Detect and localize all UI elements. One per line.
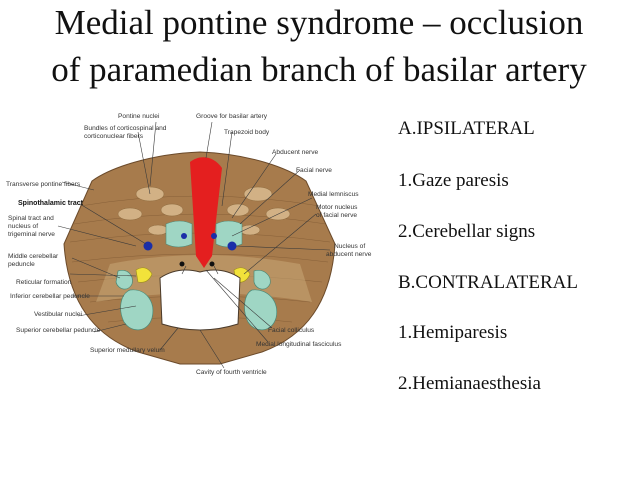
label-vestibular-nuclei: Vestibular nuclei	[34, 311, 83, 318]
label-cavity-fourth-ventricle: Cavity of fourth ventricle	[196, 369, 267, 376]
label-nucleus-abducent-line1: Nucleus of	[334, 243, 365, 250]
label-middle-cerebellar-line2: peduncle	[8, 261, 35, 268]
point-hemiparesis: 1.Hemiparesis	[398, 322, 508, 343]
label-motor-nucleus-line1: Motor nucleus	[316, 204, 358, 211]
label-spinothalamic-tract: Spinothalamic tract	[18, 200, 84, 207]
label-abducent-nerve: Abducent nerve	[272, 149, 319, 156]
label-medial-lemniscus: Medial lemniscus	[308, 191, 359, 198]
pons-cross-section-diagram: Pontine nuclei Groove for basilar artery…	[6, 113, 372, 376]
label-motor-nucleus-line2: of facial nerve	[316, 212, 357, 219]
label-inferior-cerebellar-peduncle: Inferior cerebellar peduncle	[10, 293, 90, 300]
paramedian-infarct-zone	[190, 157, 222, 268]
medial-lemniscus	[165, 220, 243, 248]
label-spinal-tract-line1: Spinal tract and	[8, 215, 54, 222]
label-trapezoid-body: Trapezoid body	[224, 129, 270, 136]
label-pontine-nuclei: Pontine nuclei	[118, 113, 160, 120]
point-gaze-paresis: 1.Gaze paresis	[398, 170, 509, 191]
tract-dots	[143, 233, 237, 267]
label-mlf: Medial longitudinal fasciculus	[256, 341, 342, 348]
point-cerebellar-signs: 2.Cerebellar signs	[398, 221, 536, 242]
corticospinal-bundles	[117, 186, 291, 236]
label-middle-cerebellar-line1: Middle cerebellar	[8, 253, 59, 260]
point-hemianaesthesia: 2.Hemianaesthesia	[398, 373, 541, 394]
label-reticular-formation: Reticular formation	[16, 279, 72, 286]
label-transverse-pontine-fibers: Transverse pontine fibers	[6, 181, 81, 188]
label-superior-medullary-velum: Superior medullary velum	[90, 347, 165, 354]
slide-title-line-2: of paramedian branch of basilar artery	[51, 50, 587, 89]
label-groove-basilar-artery: Groove for basilar artery	[196, 113, 268, 120]
label-leader-lines	[57, 121, 331, 369]
label-bundles-line1: Bundles of corticospinal and	[84, 125, 167, 132]
label-facial-colliculus: Facial colliculus	[268, 327, 315, 334]
slide-title-line-1: Medial pontine syndrome – occlusion	[54, 3, 584, 42]
label-superior-cerebellar-peduncle: Superior cerebellar peduncle	[16, 327, 101, 334]
point-ipsilateral-heading: A.IPSILATERAL	[398, 118, 535, 139]
label-spinal-tract-line3: trigeminal nerve	[8, 231, 55, 238]
reticular-lines	[181, 265, 219, 275]
label-facial-nerve: Facial nerve	[296, 167, 332, 174]
cerebellar-peduncles	[115, 270, 278, 331]
label-spinal-tract-line2: nucleus of	[8, 223, 38, 230]
fourth-ventricle-cavity	[159, 269, 241, 331]
label-bundles-line2: corticonuclear fibers	[84, 133, 144, 140]
label-nucleus-abducent-line2: abducent nerve	[326, 251, 372, 258]
point-contralateral-heading: B.CONTRALATERAL	[398, 272, 578, 293]
